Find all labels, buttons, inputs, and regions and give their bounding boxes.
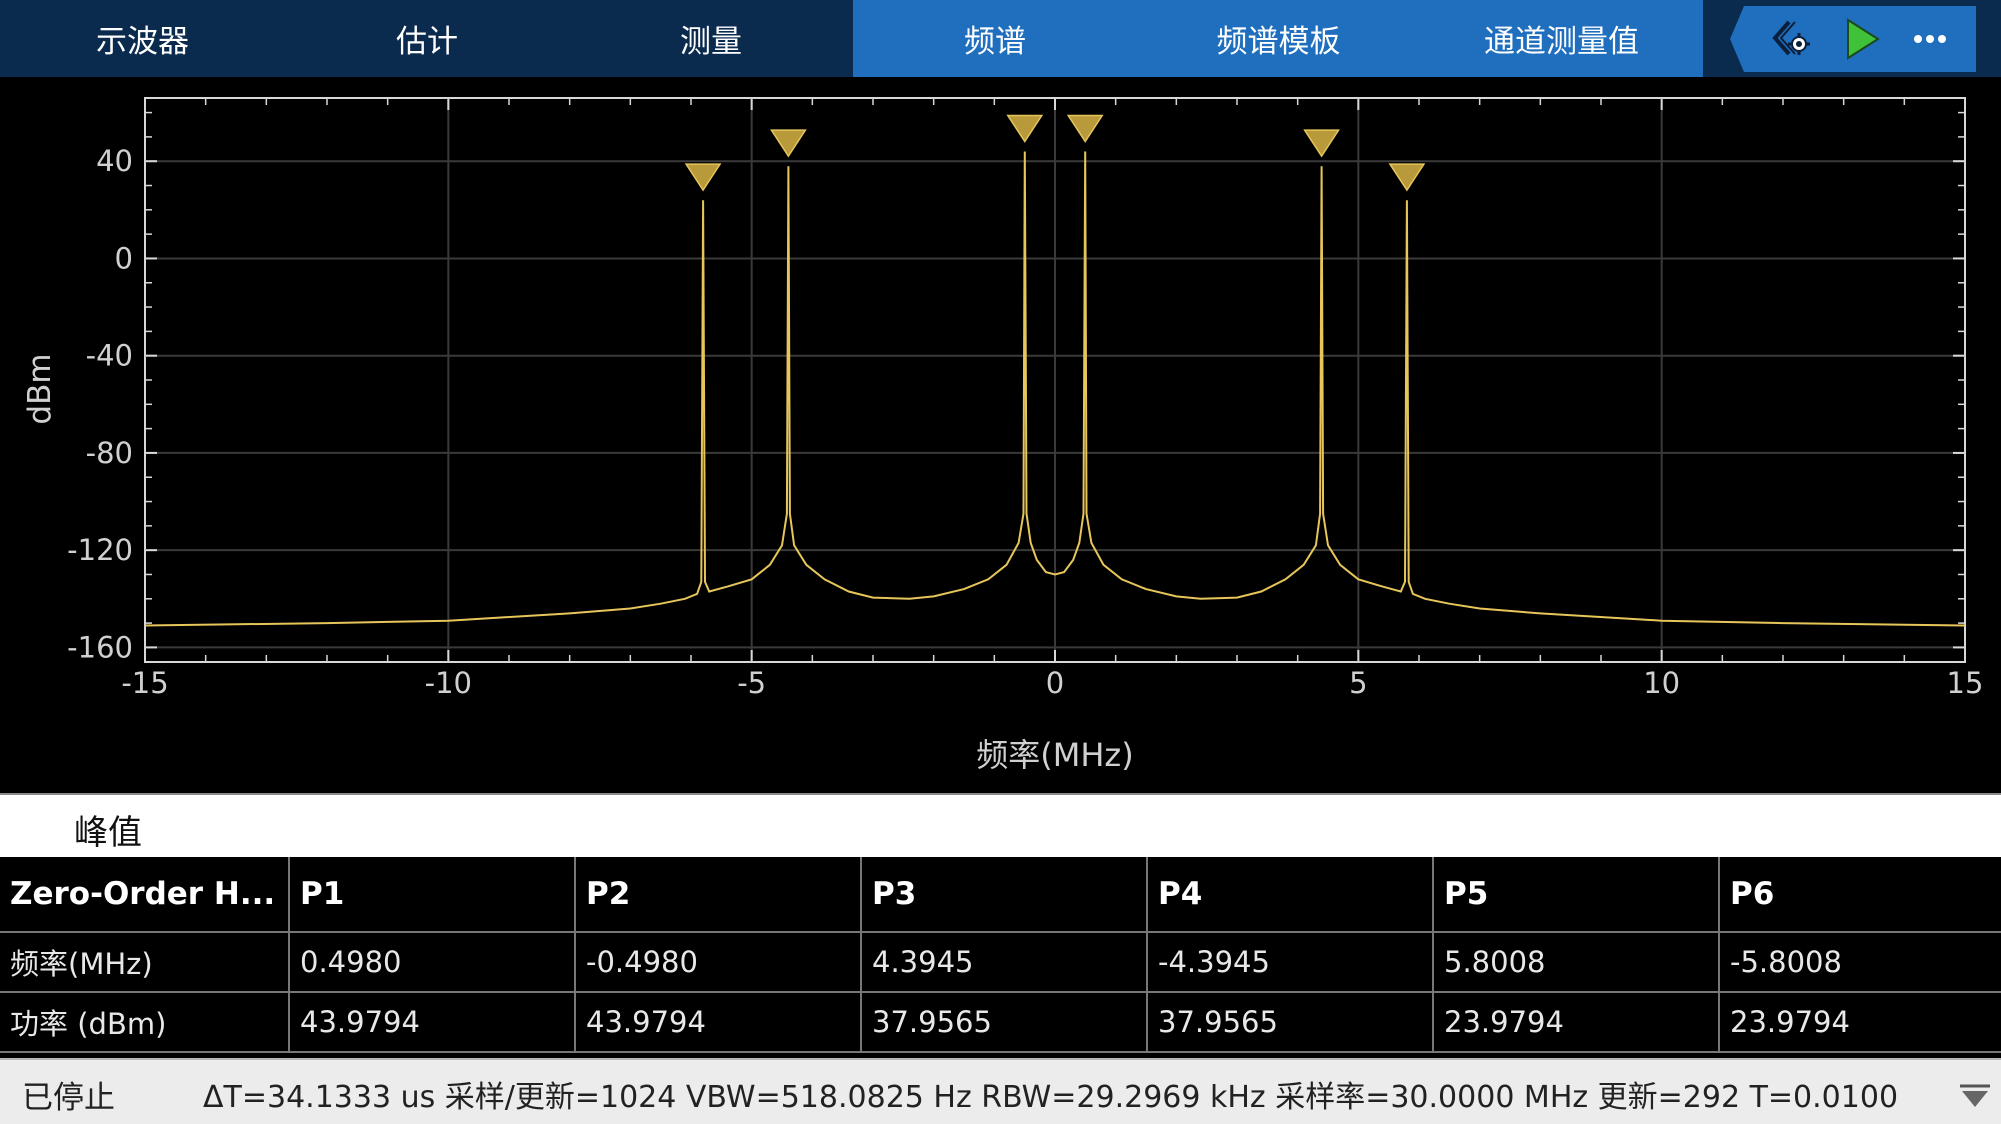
peak-marker-icon[interactable]	[1303, 129, 1340, 158]
table-header-p2: P2	[576, 857, 862, 933]
x-axis-label: 频率(MHz)	[976, 736, 1133, 774]
peaks-table: Zero-Order H... P1 P2 P3 P4 P5 P6 频率(MHz…	[0, 857, 2001, 1056]
y-tick-label: -40	[86, 339, 133, 373]
table-cell: -4.3945	[1148, 933, 1434, 993]
spectrum-plot-panel: 40 0 -40 -80 -120 -160 -15 -10 -5 0 5 10 15 dBm 频率(…	[0, 77, 2001, 791]
table-header-p5: P5	[1434, 857, 1720, 933]
peaks-panel-header: 峰值	[0, 793, 2001, 859]
table-row-label-power: 功率 (dBm)	[0, 993, 290, 1053]
tab-spectral-mask[interactable]: 频谱模板	[1216, 24, 1341, 60]
tab-bar: 示波器 估计 测量 频谱 频谱模板 通道测量值	[0, 0, 2001, 77]
table-cell: 4.3945	[862, 933, 1148, 993]
x-tick-label: -15	[121, 666, 168, 700]
collapse-arrow-icon[interactable]	[1958, 1082, 1992, 1110]
y-tick-label: -80	[86, 436, 133, 470]
tab-measurement[interactable]: 测量	[680, 24, 742, 60]
y-tick-label: -160	[67, 630, 133, 664]
settings-button[interactable]	[1768, 16, 1816, 62]
table-cell: -0.4980	[576, 933, 862, 993]
table-header-p1: P1	[290, 857, 576, 933]
x-tick-label: 10	[1643, 666, 1680, 700]
table-cell: 37.9565	[862, 993, 1148, 1053]
x-tick-label: -10	[425, 666, 472, 700]
table-cell: -5.8008	[1720, 933, 2001, 993]
run-button[interactable]	[1838, 16, 1886, 62]
y-tick-label: 40	[96, 144, 133, 178]
ellipsis-icon	[1914, 35, 1946, 43]
status-state: 已停止	[22, 1080, 115, 1116]
x-tick-label: 0	[1046, 666, 1064, 700]
table-cell: 43.9794	[290, 993, 576, 1053]
x-tick-label: 5	[1349, 666, 1367, 700]
x-tick-labels: -15 -10 -5 0 5 10 15	[121, 666, 1983, 700]
spectrum-trace	[144, 151, 1966, 627]
table-cell: 0.4980	[290, 933, 576, 993]
table-header-p6: P6	[1720, 857, 2001, 933]
y-tick-labels: 40 0 -40 -80 -120 -160	[67, 144, 133, 664]
peak-marker-icon[interactable]	[684, 163, 722, 192]
table-header-signal: Zero-Order H...	[0, 857, 290, 933]
y-axis-label: dBm	[22, 353, 58, 424]
tab-channel-measurements[interactable]: 通道测量值	[1484, 24, 1639, 60]
status-bar: 已停止 ΔT=34.1333 us 采样/更新=1024 VBW=518.082…	[0, 1058, 2001, 1124]
x-tick-label: -5	[737, 666, 766, 700]
gear-arrow-icon	[1772, 20, 1810, 56]
peak-marker-icon[interactable]	[1066, 114, 1104, 143]
table-cell: 23.9794	[1434, 993, 1720, 1053]
grid-lines	[145, 98, 1965, 662]
table-header-p3: P3	[862, 857, 1148, 933]
peak-marker-icon[interactable]	[770, 129, 807, 158]
table-header-p4: P4	[1148, 857, 1434, 933]
x-tick-label: 15	[1947, 666, 1984, 700]
play-icon	[1847, 18, 1880, 60]
status-info: ΔT=34.1333 us 采样/更新=1024 VBW=518.0825 Hz…	[203, 1080, 1899, 1115]
toolbar	[1730, 6, 1976, 72]
peaks-title: 峰值	[74, 813, 142, 853]
tab-spectrum[interactable]: 频谱	[964, 24, 1026, 60]
tab-estimation[interactable]: 估计	[396, 24, 458, 60]
minor-ticks	[144, 98, 1966, 662]
table-cell: 37.9565	[1148, 993, 1434, 1053]
table-cell: 43.9794	[576, 993, 862, 1053]
tab-oscilloscope[interactable]: 示波器	[96, 24, 189, 60]
active-tab-group	[853, 0, 1703, 77]
peak-markers	[684, 114, 1426, 192]
y-tick-label: -120	[67, 533, 133, 567]
table-cell: 23.9794	[1720, 993, 2001, 1053]
more-options-button[interactable]	[1906, 16, 1954, 62]
table-row-label-frequency: 频率(MHz)	[0, 933, 290, 993]
y-tick-label: 0	[115, 241, 133, 275]
table-cell: 5.8008	[1434, 933, 1720, 993]
spectrum-chart[interactable]: 40 0 -40 -80 -120 -160 -15 -10 -5 0 5 10 15 dBm 频率(…	[0, 77, 2001, 791]
peak-marker-icon[interactable]	[1388, 163, 1426, 192]
peak-marker-icon[interactable]	[1006, 114, 1044, 143]
